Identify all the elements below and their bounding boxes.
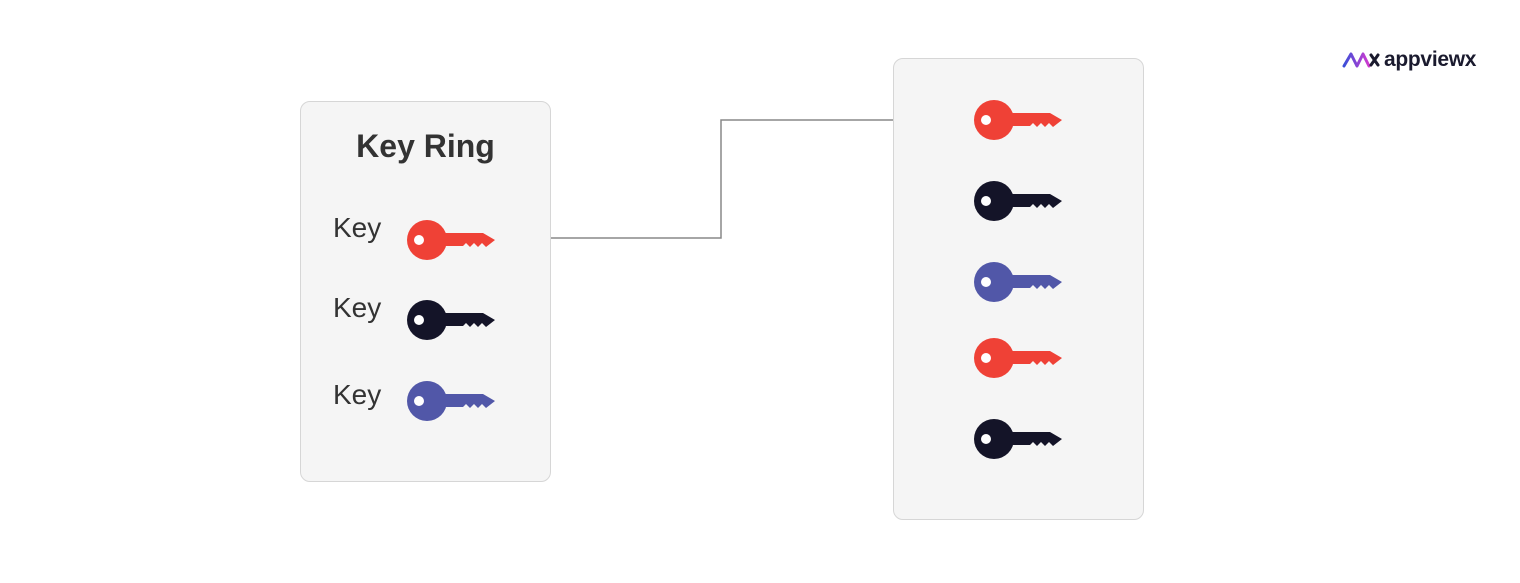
- key-icon: [972, 179, 1064, 223]
- key-label-3: Key: [333, 379, 382, 410]
- key-ring-panel: Key Ring Key Key Key: [300, 101, 551, 482]
- appviewx-logo-icon: [1342, 52, 1380, 68]
- key-icon: [972, 417, 1064, 461]
- key-ring-title: Key Ring: [356, 128, 495, 164]
- key-icon: [972, 336, 1064, 380]
- key-store-panel: [893, 58, 1144, 520]
- key-icon: [405, 379, 497, 423]
- key-label-2: Key: [333, 292, 382, 323]
- key-icon: [972, 260, 1064, 304]
- key-label-1: Key: [333, 212, 382, 243]
- key-icon: [972, 98, 1064, 142]
- key-icon: [405, 218, 497, 262]
- key-icon: [405, 298, 497, 342]
- brand-name: appviewx: [1384, 48, 1477, 71]
- brand-logo: appviewx: [1342, 44, 1476, 76]
